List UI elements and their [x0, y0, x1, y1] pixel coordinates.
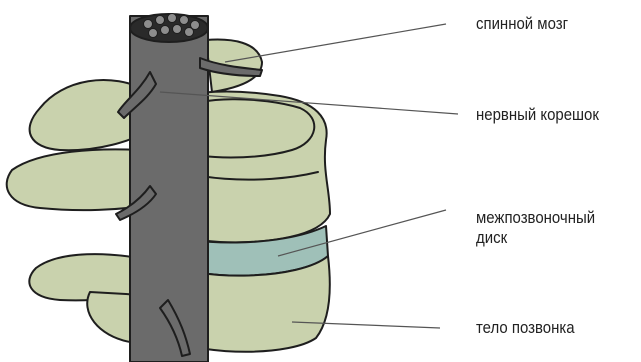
leader-spinal-cord: [225, 24, 446, 62]
label-intervertebral-disc: межпозвоночный диск: [476, 208, 595, 248]
label-disc-line2: диск: [476, 228, 595, 248]
label-vertebral-body: тело позвонка: [476, 318, 575, 338]
middle-transverse-process: [7, 149, 150, 210]
label-nerve-root: нервный корешок: [476, 105, 599, 125]
label-spinal-cord: спинной мозг: [476, 14, 568, 34]
label-disc-line1: межпозвоночный: [476, 208, 595, 228]
